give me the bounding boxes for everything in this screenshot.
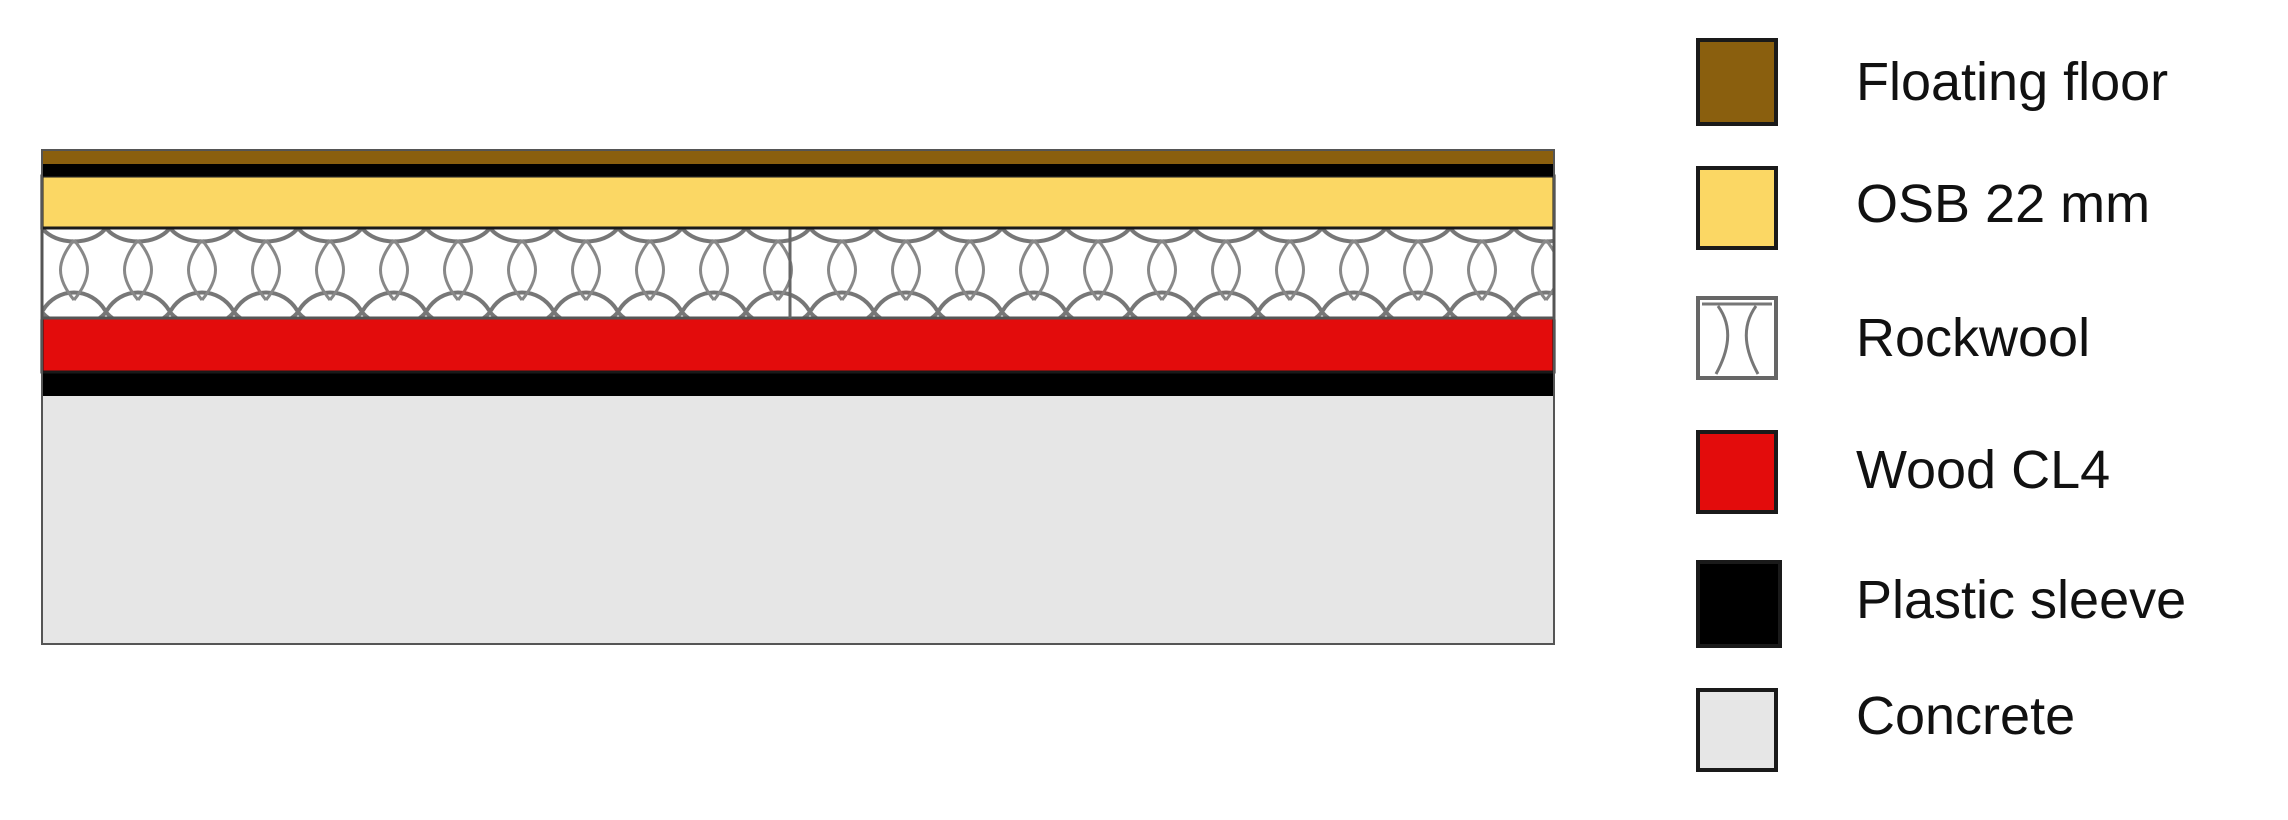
legend-swatch-concrete <box>1696 688 1778 772</box>
legend-item-floating-floor: Floating floor <box>1696 38 2168 126</box>
floor-cross-section <box>40 149 1556 645</box>
legend-swatch-floating-floor <box>1696 38 1778 126</box>
legend-label-concrete: Concrete <box>1856 686 2075 746</box>
legend-label-osb: OSB 22 mm <box>1856 174 2150 234</box>
legend-label-plastic-sleeve: Plastic sleeve <box>1856 570 2186 630</box>
floor-separator-line <box>42 164 1554 176</box>
legend-item-osb: OSB 22 mm <box>1696 166 2150 250</box>
plastic-sleeve-layer <box>42 372 1554 396</box>
legend: Floating floor OSB 22 mm Rockwool Wood C… <box>1696 38 2186 772</box>
legend-swatch-osb <box>1696 166 1778 250</box>
rockwool-layer <box>40 226 1556 320</box>
legend-label-wood-cl4: Wood CL4 <box>1856 440 2110 500</box>
floating-floor-layer <box>42 150 1554 164</box>
legend-item-wood-cl4: Wood CL4 <box>1696 430 2110 514</box>
concrete-layer <box>42 396 1554 644</box>
legend-swatch-rockwool <box>1696 296 1778 380</box>
wood-cl4-layer <box>40 316 1556 374</box>
legend-label-floating-floor: Floating floor <box>1856 52 2168 112</box>
legend-item-concrete: Concrete <box>1696 686 2075 772</box>
legend-swatch-plastic-sleeve <box>1696 560 1782 648</box>
legend-item-rockwool: Rockwool <box>1696 296 2090 380</box>
legend-label-rockwool: Rockwool <box>1856 308 2090 368</box>
legend-item-plastic-sleeve: Plastic sleeve <box>1696 560 2186 648</box>
legend-swatch-wood-cl4 <box>1696 430 1778 514</box>
section-outline <box>41 149 1555 645</box>
osb-layer <box>40 174 1556 230</box>
